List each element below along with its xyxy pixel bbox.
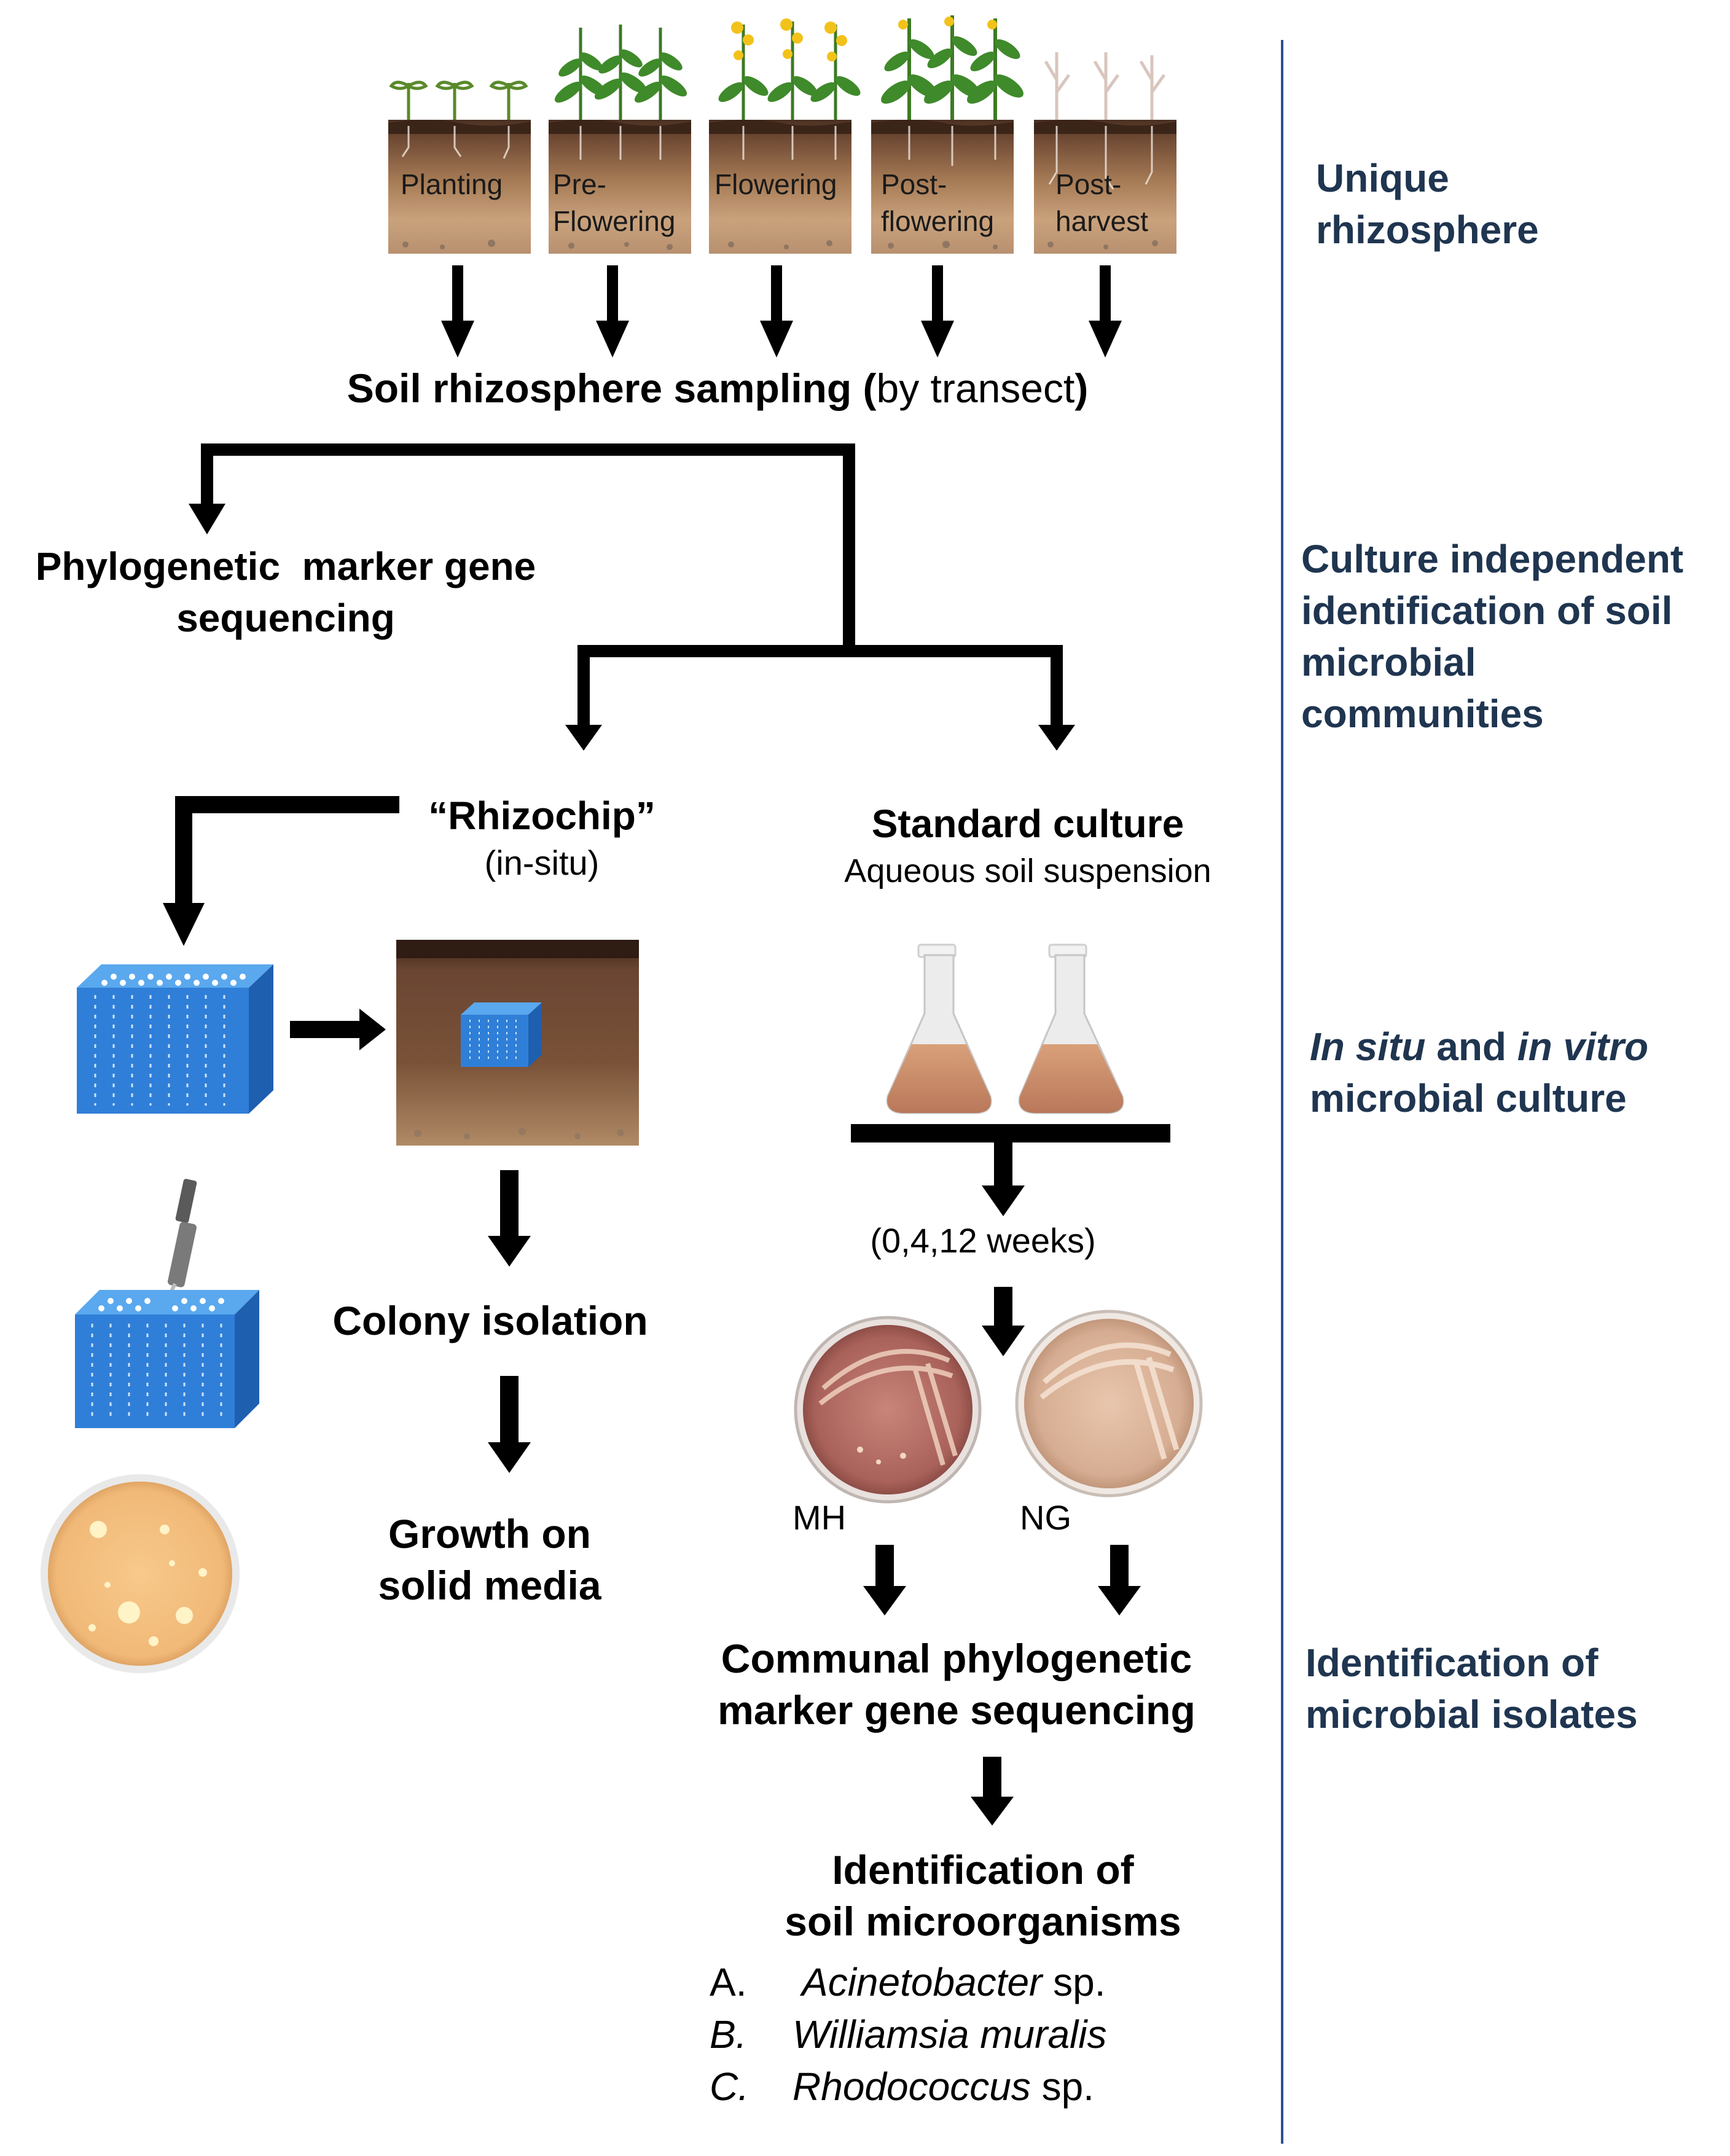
species-suffix-c: sp. [1030,2064,1094,2109]
side3-in-situ: In situ [1310,1025,1426,1069]
roots-icon [401,126,1153,190]
species-item-a: A. Acinetobacter sp. [710,1956,1106,2008]
petri-plate-mh-icon [794,1316,982,1504]
soil-box-flowering [709,120,851,254]
colony-arrows [488,1170,531,1473]
standard-culture-sub: Aqueous soil suspension [844,853,1211,889]
weeks-label: (0,4,12 weeks) [870,1221,1096,1260]
dry-stalks-icon [1044,52,1166,120]
side2-line3: microbial [1301,640,1476,684]
stage-label-post-flowering: Post- flowering [881,168,995,237]
side1-line2: rhizosphere [1316,208,1539,252]
rhizochip-title: “Rhizochip” [428,794,656,838]
side-label-unique-rhizosphere: Unique rhizosphere [1316,152,1539,256]
right-arrow [290,1009,386,1050]
stage-label-planting: Planting [401,168,503,200]
communal-line2: marker gene sequencing [718,1687,1196,1733]
rhizochip-heading: “Rhizochip” (in-situ) [428,791,656,885]
flask-left [886,943,992,1114]
leafy-plants-icon [554,25,687,120]
seedlings-icon [389,80,528,120]
species-name-b: Williamsia muralis [793,2012,1107,2056]
side1-line1: Unique [1316,156,1449,200]
stage-arrows [441,265,1122,357]
growth-line2: solid media [378,1563,601,1608]
side-label-microbial-culture: In situ and in vitro microbial culture [1310,1021,1648,1124]
side3-in-vitro: in vitro [1517,1025,1649,1069]
species-letter-c: C. [710,2064,749,2109]
post-flowering-plants-icon [881,15,1024,120]
soil-box-post-flowering [871,120,1014,254]
colony-isolation-label: Colony isolation [332,1298,648,1343]
side-label-identification-isolates: Identification of microbial isolates [1305,1637,1638,1740]
soil-pebbles [402,240,1158,250]
species-name-c: Rhodococcus [793,2064,1031,2109]
sampling-heading-bold: Soil rhizosphere sampling ( [346,365,877,411]
petri-plate-ng-icon [1015,1310,1203,1498]
agar-plate-icon [41,1474,240,1673]
sampling-heading: Soil rhizosphere sampling (by transect) [347,364,1089,413]
plate-arrows [863,1545,1141,1826]
branch-connector [189,443,1075,751]
flask-merge-connector [851,1124,1170,1356]
sampling-heading-normal: by transect [876,365,1075,411]
phylo-line1: Phylogenetic marker gene [35,544,536,588]
species-item-b: B. Williamsia muralis [710,2009,1106,2060]
communal-line1: Communal phylogenetic [721,1636,1192,1681]
species-item-c: C. Rhodococcus sp. [710,2061,1094,2112]
side2-line1: Culture independent [1301,537,1684,581]
side3-line1: In situ and in vitro [1310,1021,1648,1072]
phylo-heading: Phylogenetic marker gene sequencing [36,541,536,644]
species-letter-b: B. [710,2012,747,2056]
side2-line4: communities [1301,692,1544,736]
species-suffix-a: sp. [1042,1960,1106,2004]
sampling-heading-end: ) [1074,365,1089,411]
identification-line2: soil microorganisms [785,1899,1181,1944]
species-name-a: Acinetobacter [802,1960,1043,2004]
rhizochip-sub: (in-situ) [484,843,600,882]
side4-line2: microbial isolates [1305,1692,1638,1736]
growth-solid-media-label: Growth on solid media [378,1508,601,1611]
identification-heading: Identification of soil microorganisms [785,1844,1181,1947]
stage-label-post-harvest: Post- harvest [1055,168,1148,237]
standard-culture-heading: Standard culture Aqueous soil suspension [844,799,1211,893]
communal-sequencing-label: Communal phylogenetic marker gene sequen… [718,1633,1196,1736]
pipette-chip-icon [75,1179,259,1428]
rhizochip-block-icon [77,964,273,1114]
stage-label-pre-flowering: Pre- Flowering [553,168,676,237]
rhizochip-in-soil-icon [396,940,639,1146]
phylo-line2: sequencing [176,596,395,640]
flask-icons [886,943,1124,1114]
side-label-culture-independent: Culture independent identification of so… [1301,533,1683,740]
side4-line1: Identification of [1305,1641,1599,1685]
flask-right [1018,943,1124,1114]
flowering-plants-icon [718,18,861,120]
side3-and: and [1425,1025,1517,1069]
growth-line1: Growth on [388,1511,591,1556]
soil-box-planting [388,120,531,254]
species-letter-a: A. [710,1960,747,2004]
plate-label-mh: MH [793,1498,847,1537]
standard-culture-title: Standard culture [871,802,1184,846]
stage-label-flowering: Flowering [714,168,837,200]
side3-line2: microbial culture [1310,1076,1627,1120]
identification-line1: Identification of [832,1847,1134,1892]
rhizochip-elbow-arrow [163,796,399,946]
side2-line2: identification of soil [1301,588,1673,633]
plate-label-ng: NG [1020,1498,1071,1537]
